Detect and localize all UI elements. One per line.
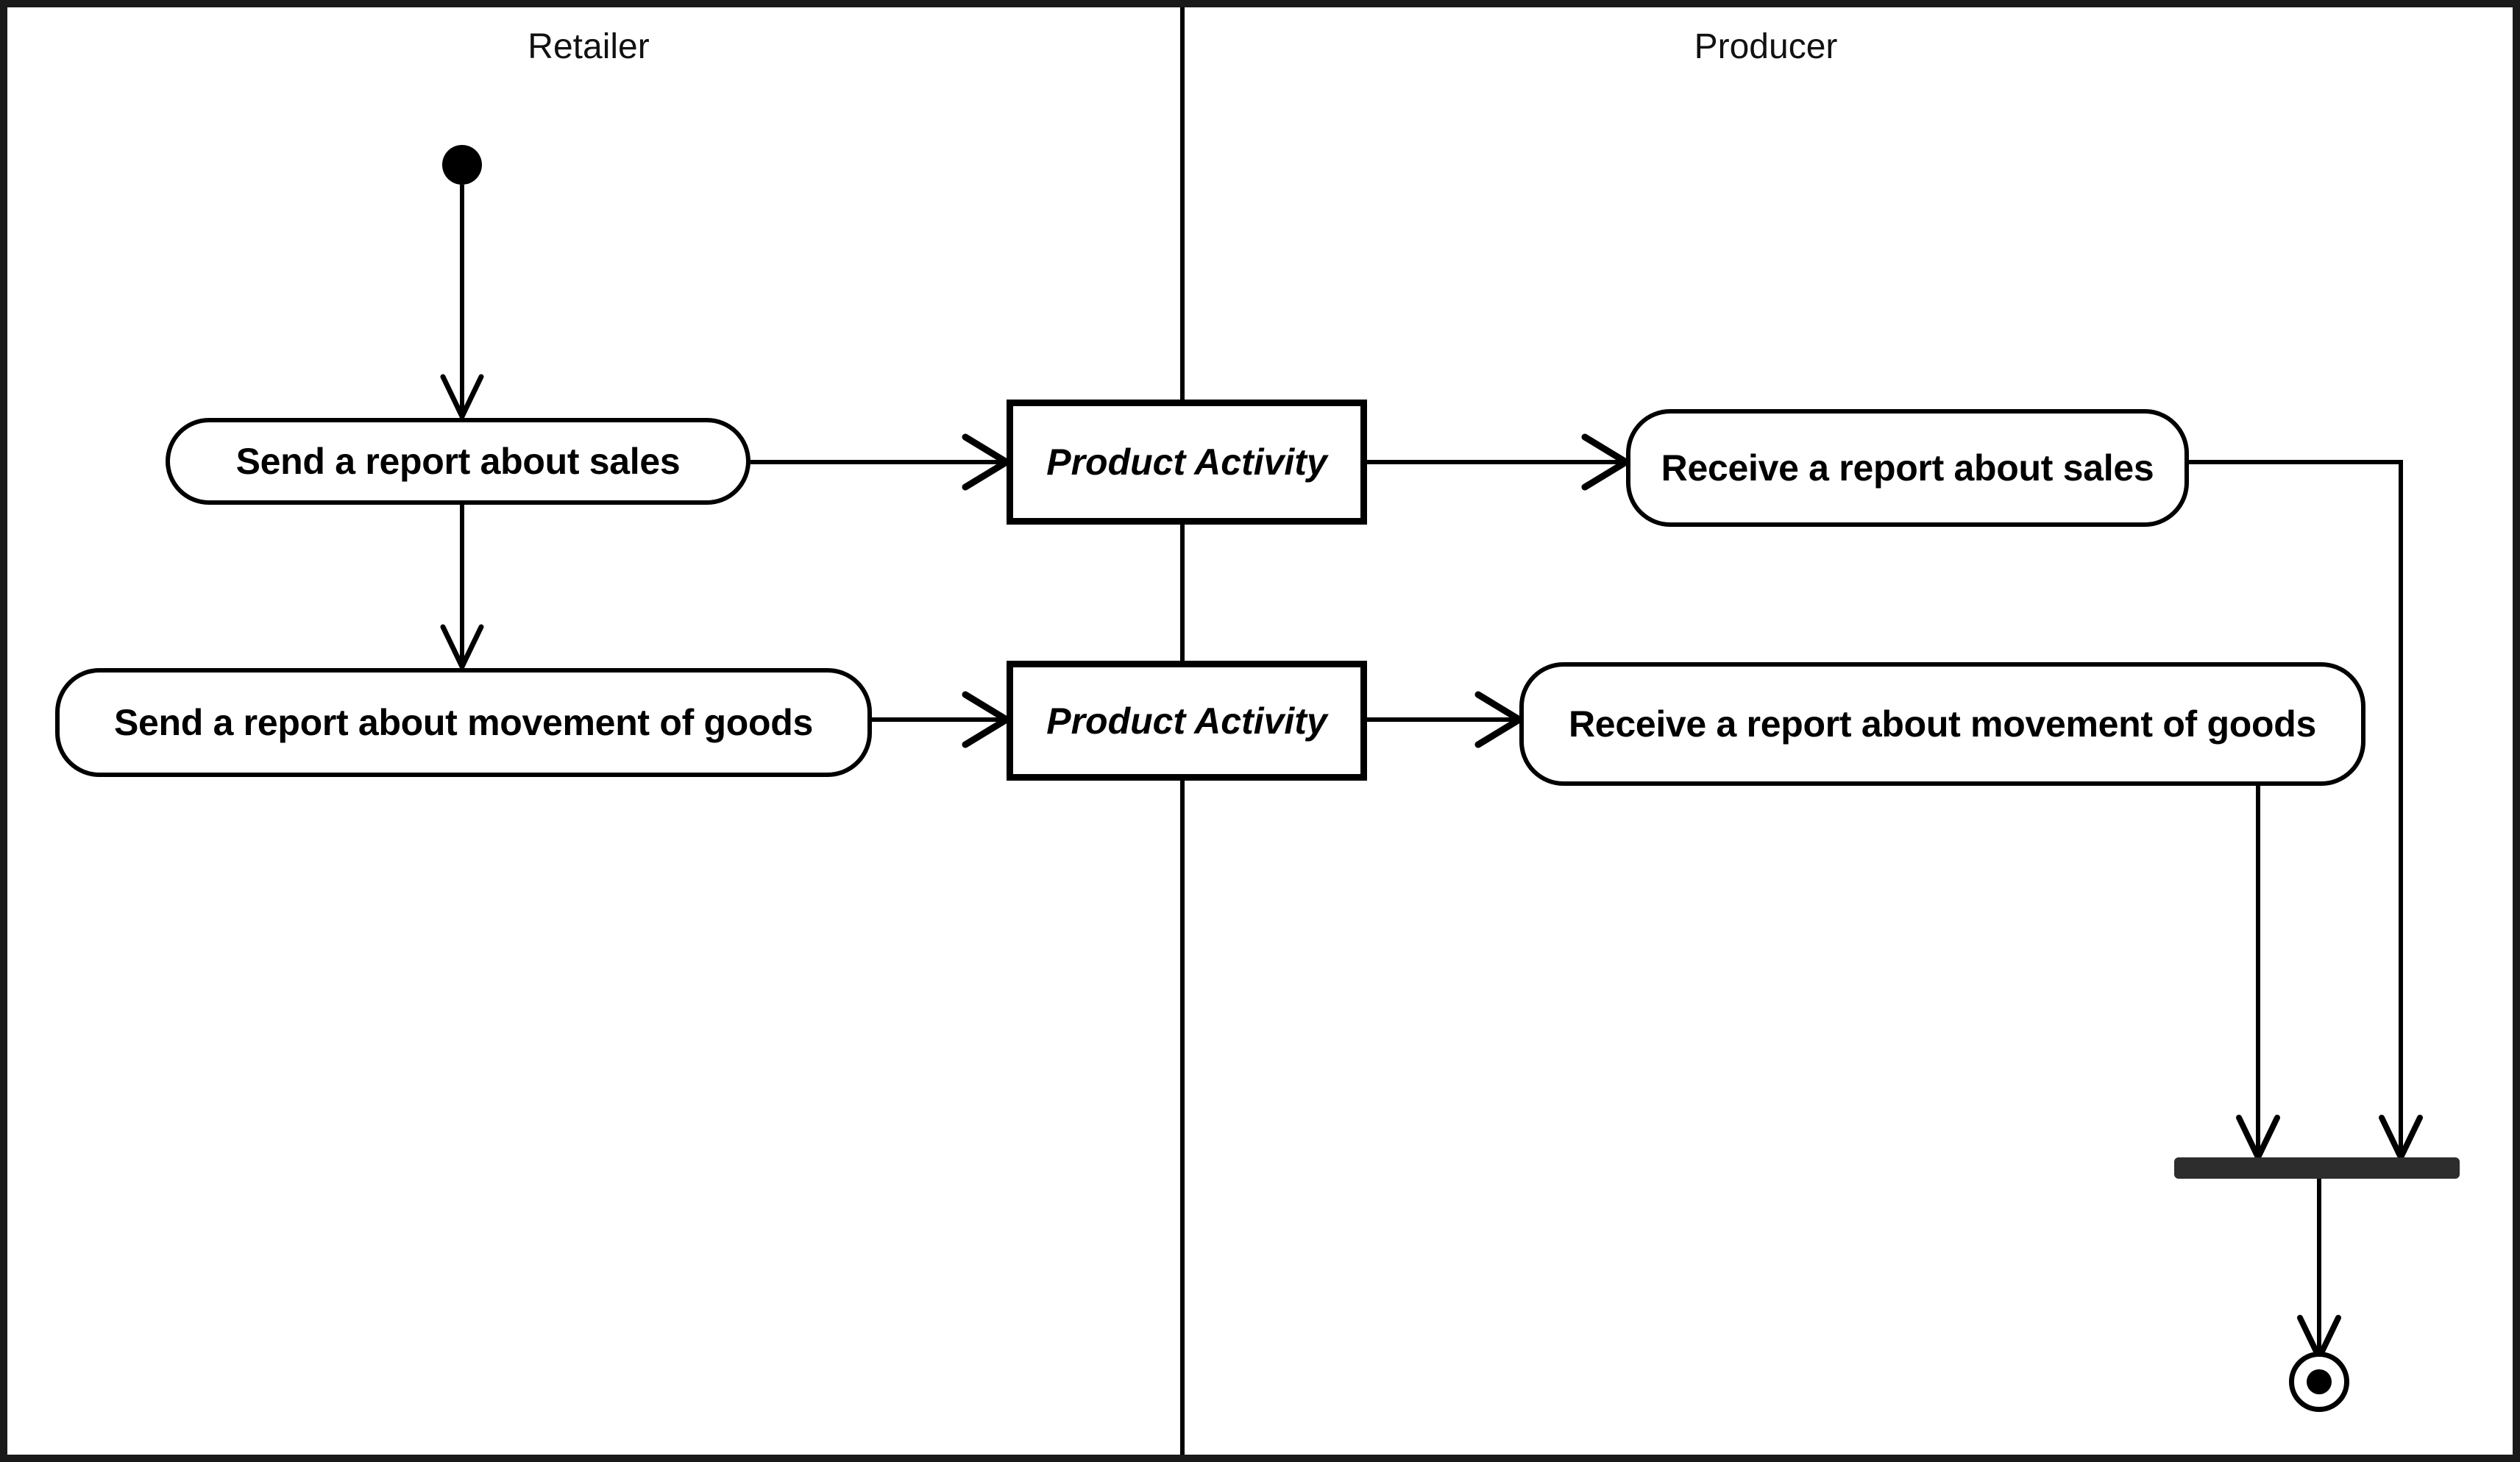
action-send-report-about-movement-of-goods[interactable]: Send a report about movement of goods — [55, 668, 872, 777]
join-bar[interactable] — [2174, 1157, 2460, 1179]
arrowhead-initial-to-send-sales — [440, 374, 484, 423]
arrowhead-send-sales-to-send-goods — [440, 624, 484, 673]
action-receive-report-about-movement-of-goods[interactable]: Receive a report about movement of goods — [1519, 662, 2365, 786]
initial-node[interactable] — [442, 145, 482, 185]
final-node-inner-dot — [2307, 1369, 2332, 1394]
signal-product-activity-sales[interactable]: Product Activity — [1007, 400, 1367, 525]
edge-receive-sales-to-join — [2189, 460, 2403, 1157]
signal-product-activity-goods[interactable]: Product Activity — [1007, 661, 1367, 781]
action-receive-report-about-sales[interactable]: Receive a report about sales — [1626, 409, 2189, 527]
swimlane-title-retailer: Retailer — [528, 27, 650, 66]
action-send-report-about-sales[interactable]: Send a report about sales — [166, 418, 750, 505]
final-node[interactable] — [2289, 1352, 2349, 1412]
swimlane-title-producer: Producer — [1694, 27, 1838, 66]
